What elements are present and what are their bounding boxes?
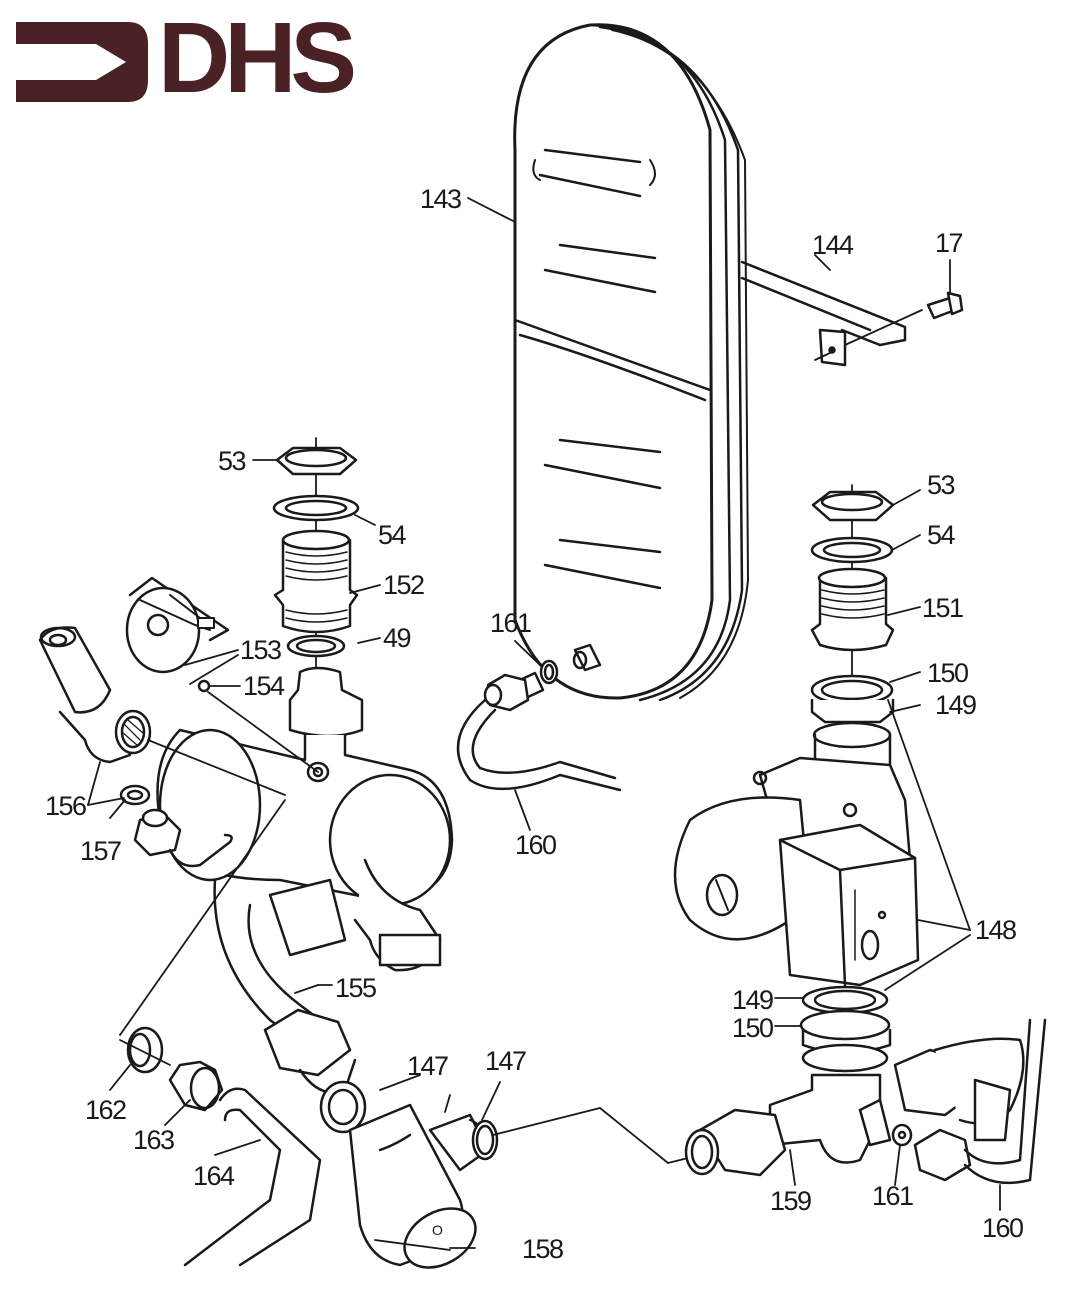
part-label-54-right: 54 xyxy=(927,520,956,550)
left-fitting-stack xyxy=(274,438,358,730)
part-label-152: 152 xyxy=(383,570,425,600)
tee-connector xyxy=(686,987,890,1185)
mounting-bracket xyxy=(742,262,922,365)
part-label-17: 17 xyxy=(935,228,964,258)
pressure-relief-valve xyxy=(40,628,285,819)
part-label-162: 162 xyxy=(85,1095,127,1125)
expansion-vessel xyxy=(515,25,748,700)
part-label-148: 148 xyxy=(975,915,1017,945)
isolating-valve xyxy=(893,1020,1045,1210)
svg-text:O: O xyxy=(432,1222,443,1238)
pump xyxy=(675,700,970,990)
arrow-logo-icon xyxy=(16,22,148,102)
part-label-149-bottom: 149 xyxy=(732,985,774,1015)
part-label-160-mid: 160 xyxy=(515,830,557,860)
part-label-161-top: 161 xyxy=(490,608,532,638)
bracket-screw xyxy=(928,260,962,318)
thermostat-switch xyxy=(127,578,238,684)
part-label-155: 155 xyxy=(335,973,377,1003)
part-label-54-left: 54 xyxy=(378,520,407,550)
compression-nut xyxy=(135,810,232,866)
part-label-160-right: 160 xyxy=(982,1213,1024,1243)
drain-pipe xyxy=(185,1089,320,1265)
part-label-158: 158 xyxy=(522,1234,564,1264)
part-label-143: 143 xyxy=(420,184,462,214)
part-label-147-a: 147 xyxy=(407,1051,449,1081)
part-label-53-left: 53 xyxy=(218,446,247,476)
pump-valve: O xyxy=(321,1075,490,1280)
part-label-147-b: 147 xyxy=(485,1046,527,1076)
capillary-pipe xyxy=(458,641,620,830)
leader-lines xyxy=(253,198,920,1250)
part-label-161-bottom: 161 xyxy=(872,1181,914,1211)
logo-text: DHS xyxy=(158,2,357,114)
dhs-logo: DHS xyxy=(8,8,383,109)
part-label-150-bottom: 150 xyxy=(732,1013,774,1043)
part-label-149-top: 149 xyxy=(935,690,977,720)
part-label-150-top: 150 xyxy=(927,658,969,688)
o-ring xyxy=(473,1082,700,1163)
compression-nut xyxy=(165,1062,222,1125)
part-label-49: 49 xyxy=(383,623,412,653)
olive xyxy=(110,800,285,1090)
part-label-154: 154 xyxy=(243,671,285,701)
part-label-151: 151 xyxy=(922,593,964,623)
part-label-157: 157 xyxy=(80,836,122,866)
part-label-153: 153 xyxy=(240,635,282,665)
part-label-163: 163 xyxy=(133,1125,175,1155)
part-label-156: 156 xyxy=(45,791,87,821)
part-label-164: 164 xyxy=(193,1161,235,1191)
manifold-body xyxy=(158,668,453,970)
part-label-144: 144 xyxy=(812,230,854,260)
right-fitting-stack xyxy=(812,485,893,772)
part-label-159: 159 xyxy=(770,1186,812,1216)
part-label-53-right: 53 xyxy=(927,470,956,500)
o-ring xyxy=(199,681,318,772)
